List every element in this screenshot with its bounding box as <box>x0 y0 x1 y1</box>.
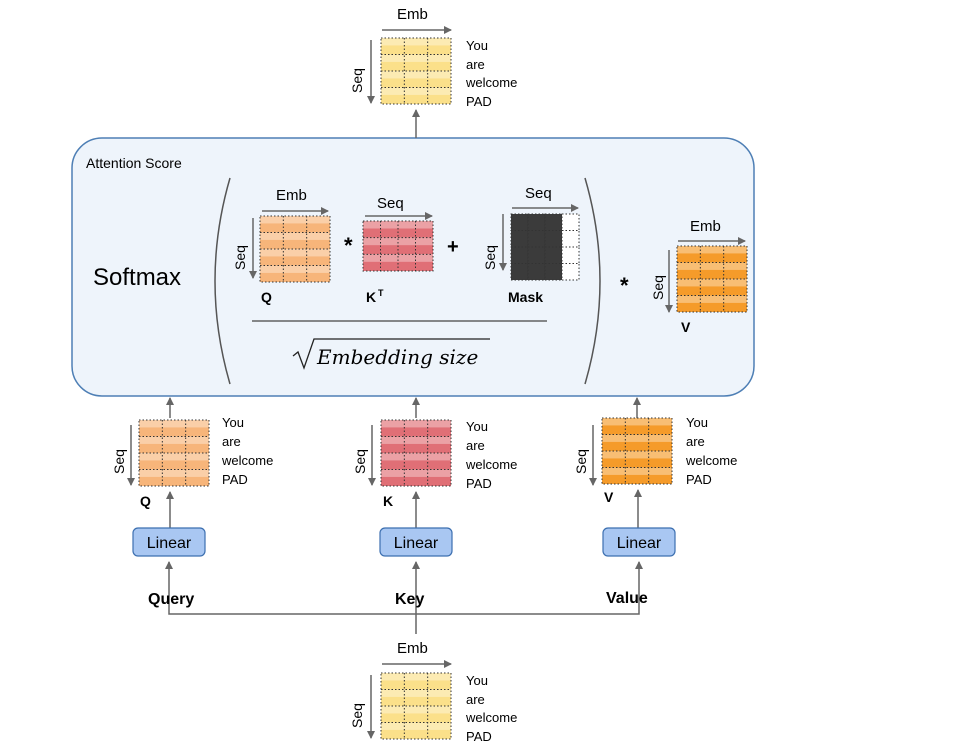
mask-label: Mask <box>508 289 543 305</box>
left-paren <box>214 177 231 385</box>
k-token-2: are <box>466 438 485 453</box>
q-projection: Seq You are welcome PAD Q <box>111 397 273 509</box>
k-proj-label: K <box>383 493 393 509</box>
linear-v-box[interactable]: Linear <box>602 489 676 557</box>
k-token-1: You <box>466 419 488 434</box>
mask-seq-side-label: Seq <box>482 245 498 270</box>
v-projection: Seq You are welcome PAD V <box>573 397 737 505</box>
q-token-2: are <box>222 434 241 449</box>
v-proj-label: V <box>604 489 614 505</box>
input-emb-label: Emb <box>397 640 428 657</box>
kt-matrix: Seq K T <box>362 195 434 305</box>
mask-cell <box>510 246 529 264</box>
k-proj-seq-label: Seq <box>352 449 368 474</box>
output-seq-label: Seq <box>349 68 365 93</box>
q-token-3: welcome <box>221 453 273 468</box>
mask-seq-top-label: Seq <box>525 185 552 202</box>
input-seq-label: Seq <box>349 703 365 728</box>
q-token-4: PAD <box>222 472 248 487</box>
k-projection: Seq You are welcome PAD K <box>352 397 517 509</box>
q-matrix: Emb Seq Q <box>232 187 331 305</box>
v-token-3: welcome <box>685 453 737 468</box>
v-proj-grid <box>601 417 673 485</box>
mask-cell <box>527 230 546 248</box>
input-token-4: PAD <box>466 729 492 744</box>
v-emb-label: Emb <box>690 218 721 235</box>
query-label: Query <box>148 591 194 608</box>
q-proj-seq-label: Seq <box>111 449 127 474</box>
plus-sign: + <box>447 236 459 258</box>
v-token-1: You <box>686 415 708 430</box>
output-token-3: welcome <box>465 75 517 90</box>
linear-v-label: Linear <box>617 535 662 552</box>
mask-cell <box>510 230 529 248</box>
linear-q-box[interactable]: Linear <box>132 491 206 557</box>
q-token-1: You <box>222 415 244 430</box>
value-label: Value <box>606 590 648 607</box>
softmax-label: Softmax <box>93 264 181 291</box>
k-token-4: PAD <box>466 476 492 491</box>
sqrt-sign <box>292 338 490 370</box>
mask-cell <box>561 213 580 231</box>
linear-k-label: Linear <box>394 535 439 552</box>
q-proj-label: Q <box>140 493 151 509</box>
q-matrix-grid <box>259 215 331 283</box>
v-label: V <box>681 319 691 335</box>
attention-score-title: Attention Score <box>86 155 182 171</box>
q-seq-label: Seq <box>232 245 248 270</box>
v-token-2: are <box>686 434 705 449</box>
input-token-1: You <box>466 673 488 688</box>
mask-cell <box>544 213 563 231</box>
mask-cell <box>527 263 546 281</box>
mask-cell <box>527 213 546 231</box>
key-label: Key <box>395 591 424 608</box>
v-matrix-grid <box>676 245 748 313</box>
output-matrix-grid <box>380 37 452 105</box>
q-proj-grid <box>138 419 210 487</box>
input-routing <box>165 561 643 634</box>
v-token-4: PAD <box>686 472 712 487</box>
output-emb-label: Emb <box>397 6 428 23</box>
mask-cell <box>561 263 580 281</box>
right-paren <box>584 177 601 385</box>
kt-matrix-grid <box>362 220 434 272</box>
k-token-3: welcome <box>465 457 517 472</box>
mask-cell <box>544 246 563 264</box>
kt-label: K <box>366 289 376 305</box>
mask-cell <box>510 263 529 281</box>
output-token-1: You <box>466 38 488 53</box>
input-matrix: Emb Seq You are welcome PAD <box>349 640 517 744</box>
output-token-2: are <box>466 57 485 72</box>
input-token-3: welcome <box>465 710 517 725</box>
mask-cell <box>544 230 563 248</box>
q-label: Q <box>261 289 272 305</box>
k-proj-grid <box>380 419 452 487</box>
kt-superscript: T <box>378 288 384 298</box>
mask-cell <box>561 230 580 248</box>
mask-cell <box>510 213 529 231</box>
q-emb-label: Emb <box>276 187 307 204</box>
multiply-sign-1: * <box>344 233 353 258</box>
output-token-4: PAD <box>466 94 492 109</box>
linear-k-box[interactable]: Linear <box>379 491 453 557</box>
output-matrix: Emb Seq You are welcome PAD <box>349 6 517 109</box>
mask-cell <box>544 263 563 281</box>
kt-seq-label: Seq <box>377 195 404 212</box>
linear-q-label: Linear <box>147 535 192 552</box>
input-token-2: are <box>466 692 485 707</box>
v-matrix: Emb Seq V <box>650 218 748 335</box>
mask-cell <box>527 246 546 264</box>
v-proj-seq-label: Seq <box>573 449 589 474</box>
v-seq-label: Seq <box>650 275 666 300</box>
denominator-text: Embedding size <box>316 345 478 369</box>
input-matrix-grid <box>380 672 452 740</box>
multiply-sign-2: * <box>620 273 629 298</box>
mask-cell <box>561 246 580 264</box>
mask-matrix: Seq Seq Mask <box>482 185 580 305</box>
